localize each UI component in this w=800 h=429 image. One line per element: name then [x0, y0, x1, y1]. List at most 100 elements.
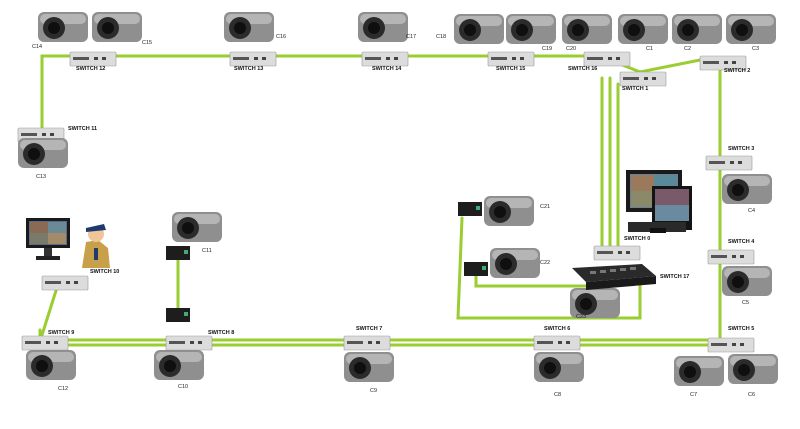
camera-c2: C2 [672, 14, 722, 52]
switch-body [361, 51, 409, 67]
switch-port [190, 341, 194, 344]
switch-port [732, 61, 736, 64]
switch-port [724, 61, 728, 64]
switch-label: SWITCH 5 [728, 326, 754, 332]
switch-port [262, 57, 266, 60]
camera-lens-core [102, 22, 114, 34]
switch-label: SWITCH 15 [496, 66, 525, 72]
camera-c17: C17 [358, 12, 416, 42]
camera-lens-core [732, 276, 744, 288]
camera-label: C12 [58, 386, 68, 392]
switch-label: SWITCH 1 [622, 86, 648, 92]
switch-port [254, 57, 258, 60]
switch-port [566, 341, 570, 344]
switch-12: SWITCH 12 [69, 51, 117, 72]
camera-label: C23 [576, 314, 586, 320]
camera-c12: C12 [26, 350, 76, 392]
switch-ports [537, 341, 553, 344]
camera-c6: C6 [728, 354, 778, 398]
switch-label: SWITCH 9 [48, 330, 74, 336]
camera-label: C7 [690, 392, 697, 398]
switch-ports [365, 57, 381, 60]
camera-label: C15 [142, 40, 152, 46]
camera-lens-core [164, 360, 176, 372]
switch-port [732, 255, 736, 258]
switch-port [50, 133, 54, 136]
switch-label: SWITCH 11 [68, 126, 97, 132]
monitor-station-right [626, 170, 692, 233]
camera-lens-core [182, 222, 194, 234]
switch-5: SWITCH 5 [707, 326, 755, 353]
switch-port [520, 57, 524, 60]
media-converter-led [184, 250, 188, 254]
camera-c13: C13 [18, 138, 68, 180]
switch-port [94, 57, 98, 60]
camera-label: C18 [436, 34, 446, 40]
switch-label: SWITCH 7 [356, 326, 382, 332]
switch-16: SWITCH 16 [568, 51, 631, 72]
media-converter [464, 262, 488, 276]
switch-ports [347, 341, 363, 344]
switch-label: SWITCH 3 [728, 146, 754, 152]
switch-port [618, 251, 622, 254]
switch-1: SWITCH 1 [619, 71, 667, 92]
switch-ports [21, 133, 37, 136]
switch-port [738, 161, 742, 164]
camera-label: C6 [748, 392, 755, 398]
camera-lens-core [738, 364, 750, 376]
camera-c11: C11 [172, 212, 222, 254]
media-converter-led [482, 266, 486, 270]
monitor-station-left [26, 218, 70, 260]
switch-ports [25, 341, 41, 344]
switch-body [343, 335, 391, 351]
camera-lens-core [682, 24, 694, 36]
switch-ports [711, 255, 727, 258]
switch-ports [711, 343, 727, 346]
camera-label: C11 [202, 248, 212, 254]
camera-c10: C10 [154, 350, 204, 390]
switch-port [512, 57, 516, 60]
camera-c18: C18 [436, 14, 504, 44]
switch-label: SWITCH 12 [76, 66, 105, 72]
switch-ports [233, 57, 249, 60]
switch-2: SWITCH 2 [699, 55, 750, 74]
switch-body [229, 51, 277, 67]
switch-ports [587, 57, 603, 60]
camera-label: C1 [646, 46, 653, 52]
camera-lens-core [732, 184, 744, 196]
switch-ports [597, 251, 613, 254]
media-converter-body [464, 262, 488, 276]
link-c21-sw17 [456, 216, 642, 320]
camera-lens-core [48, 22, 60, 34]
switch-ports [703, 61, 719, 64]
switch-body [533, 335, 581, 351]
switch-port [394, 57, 398, 60]
switch-port [608, 57, 612, 60]
switch-body [487, 51, 535, 67]
switch-port [732, 343, 736, 346]
camera-label: C2 [684, 46, 691, 52]
camera-lens-core [684, 366, 696, 378]
camera-label: C20 [566, 46, 576, 52]
camera-lens-core [544, 362, 556, 374]
media-converter-body [458, 202, 482, 216]
switch-ports [169, 341, 185, 344]
camera-c21: C21 [484, 196, 550, 226]
switch-port [368, 341, 372, 344]
media-converter [458, 202, 482, 216]
camera-label: C9 [370, 388, 377, 394]
switch-body [707, 249, 755, 265]
switch-port [644, 77, 648, 80]
camera-lens-core [368, 22, 380, 34]
switch-port [376, 341, 380, 344]
switch-17: SWITCH 17 [660, 274, 689, 280]
switch-body [583, 51, 631, 67]
switch-0: SWITCH 0 [593, 236, 650, 261]
camera-c5: C5 [722, 266, 772, 306]
switch-body [705, 155, 753, 171]
switch-label: SWITCH 17 [660, 274, 689, 280]
camera-label: C16 [276, 34, 286, 40]
switch-ports [45, 281, 61, 284]
switch-6: SWITCH 6 [533, 326, 581, 351]
